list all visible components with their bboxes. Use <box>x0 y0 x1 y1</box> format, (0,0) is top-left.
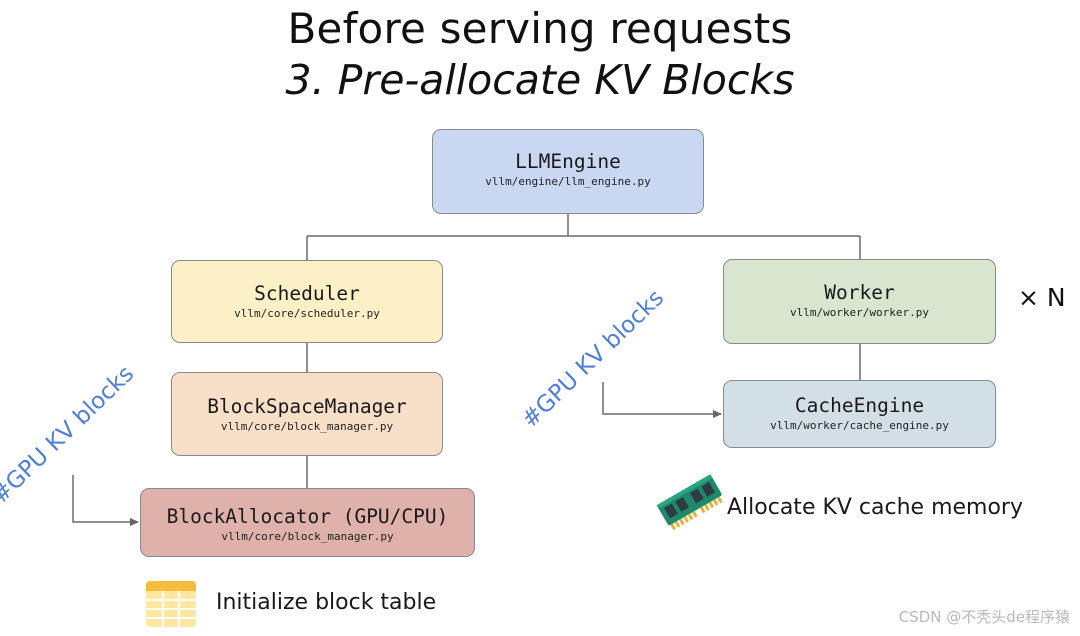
node-block-space-manager-name: BlockSpaceManager <box>207 395 407 418</box>
node-block-space-manager-path: vllm/core/block_manager.py <box>220 420 394 433</box>
allocate-kv-cache-caption: Allocate KV cache memory <box>727 495 1024 520</box>
node-block-allocator: BlockAllocator (GPU/CPU) vllm/core/block… <box>140 488 475 557</box>
spreadsheet-table-icon <box>146 581 196 627</box>
node-block-space-manager: BlockSpaceManager vllm/core/block_manage… <box>171 372 443 456</box>
node-scheduler-path: vllm/core/scheduler.py <box>234 307 380 320</box>
node-worker-name: Worker <box>824 281 895 304</box>
worker-multiplier: × N <box>1018 283 1066 312</box>
node-scheduler-name: Scheduler <box>254 282 360 305</box>
initialize-block-table-caption: Initialize block table <box>216 590 437 615</box>
node-cache-engine: CacheEngine vllm/worker/cache_engine.py <box>723 380 996 448</box>
title-line-1: Before serving requests <box>287 4 793 53</box>
node-scheduler: Scheduler vllm/core/scheduler.py <box>171 260 443 343</box>
gpu-kv-blocks-label-right: #GPU KV blocks <box>517 284 670 434</box>
node-worker: Worker vllm/worker/worker.py <box>723 259 996 344</box>
ram-module-icon <box>656 474 723 531</box>
node-block-allocator-path: vllm/core/block_manager.py <box>221 530 394 543</box>
node-cache-engine-name: CacheEngine <box>794 394 925 417</box>
watermark: CSDN @不秃头de程序猿 <box>898 608 1070 626</box>
arrow-to-cache-engine <box>602 382 722 418</box>
gpu-kv-blocks-label-left: #GPU KV blocks <box>0 360 140 510</box>
node-llm-engine: LLMEngine vllm/engine/llm_engine.py <box>432 129 704 214</box>
title-line-2: 3. Pre-allocate KV Blocks <box>285 56 795 104</box>
node-worker-path: vllm/worker/worker.py <box>789 306 930 319</box>
node-llm-engine-path: vllm/engine/llm_engine.py <box>485 175 651 188</box>
node-block-allocator-name: BlockAllocator (GPU/CPU) <box>166 505 449 528</box>
node-llm-engine-name: LLMEngine <box>515 150 621 173</box>
node-cache-engine-path: vllm/worker/cache_engine.py <box>770 419 949 432</box>
arrow-to-allocator <box>72 475 139 526</box>
